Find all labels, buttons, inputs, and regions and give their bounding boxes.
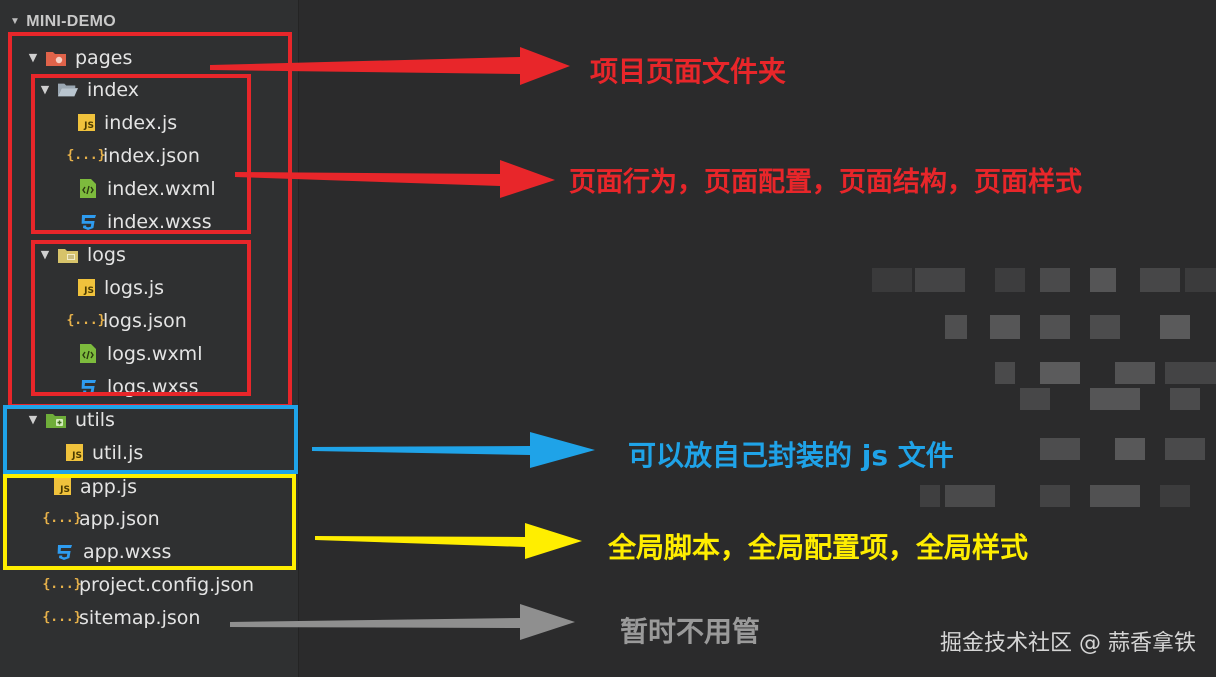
tree-label: index.wxml — [107, 177, 216, 200]
js-file-icon: JS — [54, 478, 71, 495]
tree-file-logs-json[interactable]: {...} logs.json — [66, 304, 187, 337]
tree-folder-utils[interactable]: ▼ utils — [26, 403, 115, 436]
tree-folder-logs[interactable]: ▼ logs — [38, 238, 126, 271]
tree-file-index-wxss[interactable]: index.wxss — [78, 205, 212, 238]
note-app-files: 全局脚本，全局配置项，全局样式 — [608, 531, 1029, 564]
tree-label: project.config.json — [79, 573, 255, 596]
tree-label: pages — [75, 46, 133, 69]
tree-file-app-js[interactable]: JS app.js — [54, 470, 137, 503]
tree-label: app.wxss — [83, 540, 172, 563]
tree-label: utils — [75, 408, 115, 431]
js-file-icon: JS — [66, 444, 83, 461]
chevron-down-icon: ▼ — [28, 51, 38, 64]
note-utils: 可以放自己封装的 js 文件 — [628, 439, 954, 472]
tree-file-index-js[interactable]: JS index.js — [78, 106, 177, 139]
tree-file-logs-js[interactable]: JS logs.js — [78, 271, 164, 304]
chevron-down-icon: ▼ — [10, 16, 21, 27]
tree-file-sitemap[interactable]: {...} sitemap.json — [42, 601, 201, 634]
tree-label: index.wxss — [107, 210, 212, 233]
tree-label: index — [87, 78, 139, 101]
pages-folder-icon — [46, 48, 66, 68]
watermark: 掘金技术社区 @ 蒜香拿铁 — [940, 631, 1196, 656]
tree-file-logs-wxml[interactable]: logs.wxml — [78, 337, 202, 370]
tree-label: logs — [87, 243, 126, 266]
arrow-yellow-app — [315, 523, 582, 559]
tree-label: index.js — [104, 111, 178, 134]
folder-open-icon — [58, 80, 78, 100]
logs-highlight-box — [31, 240, 251, 396]
tree-label: sitemap.json — [79, 606, 201, 629]
tree-label: util.js — [92, 441, 144, 464]
project-header[interactable]: ▼ MINI-DEMO — [10, 13, 116, 31]
arrow-red-page-files — [235, 160, 555, 198]
arrow-blue-utils — [312, 432, 595, 468]
arrow-red-pages — [210, 47, 570, 85]
wxml-file-icon — [78, 179, 98, 199]
json-file-icon: {...} — [66, 148, 106, 163]
tree-file-project-config[interactable]: {...} project.config.json — [42, 568, 255, 601]
json-file-icon: {...} — [66, 313, 106, 328]
chevron-down-icon: ▼ — [40, 83, 50, 96]
tree-folder-pages[interactable]: ▼ pages — [26, 41, 133, 74]
tree-label: app.js — [80, 475, 137, 498]
app-files-highlight-box — [3, 474, 296, 570]
tree-file-index-json[interactable]: {...} index.json — [66, 139, 200, 172]
tree-file-index-wxml[interactable]: index.wxml — [78, 172, 216, 205]
chevron-down-icon: ▼ — [40, 248, 50, 261]
json-file-icon: {...} — [42, 577, 82, 592]
json-file-icon: {...} — [42, 511, 82, 526]
utils-folder-icon — [46, 410, 66, 430]
js-file-icon: JS — [78, 279, 95, 296]
arrow-gray-others — [230, 604, 575, 640]
json-file-icon: {...} — [42, 610, 82, 625]
css-file-icon — [78, 212, 98, 232]
tree-file-util-js[interactable]: JS util.js — [66, 436, 143, 469]
tree-label: logs.json — [103, 309, 187, 332]
note-page-files: 页面行为，页面配置，页面结构，页面样式 — [569, 167, 1082, 198]
tree-folder-index[interactable]: ▼ index — [38, 73, 139, 106]
tree-file-app-wxss[interactable]: app.wxss — [54, 535, 171, 568]
chevron-down-icon: ▼ — [28, 413, 38, 426]
tree-file-app-json[interactable]: {...} app.json — [42, 502, 160, 535]
wxml-file-icon — [78, 344, 98, 364]
tree-label: logs.js — [104, 276, 165, 299]
js-file-icon: JS — [78, 114, 95, 131]
tree-label: app.json — [79, 507, 160, 530]
index-highlight-box — [31, 74, 251, 234]
project-title: MINI-DEMO — [26, 13, 117, 30]
css-file-icon — [78, 377, 98, 397]
logs-folder-icon — [58, 245, 78, 265]
tree-label: logs.wxml — [107, 342, 203, 365]
note-pages-folder: 项目页面文件夹 — [590, 55, 787, 88]
utils-highlight-box — [3, 405, 298, 474]
tree-label: index.json — [103, 144, 200, 167]
css-file-icon — [54, 542, 74, 562]
note-others: 暂时不用管 — [620, 615, 761, 648]
